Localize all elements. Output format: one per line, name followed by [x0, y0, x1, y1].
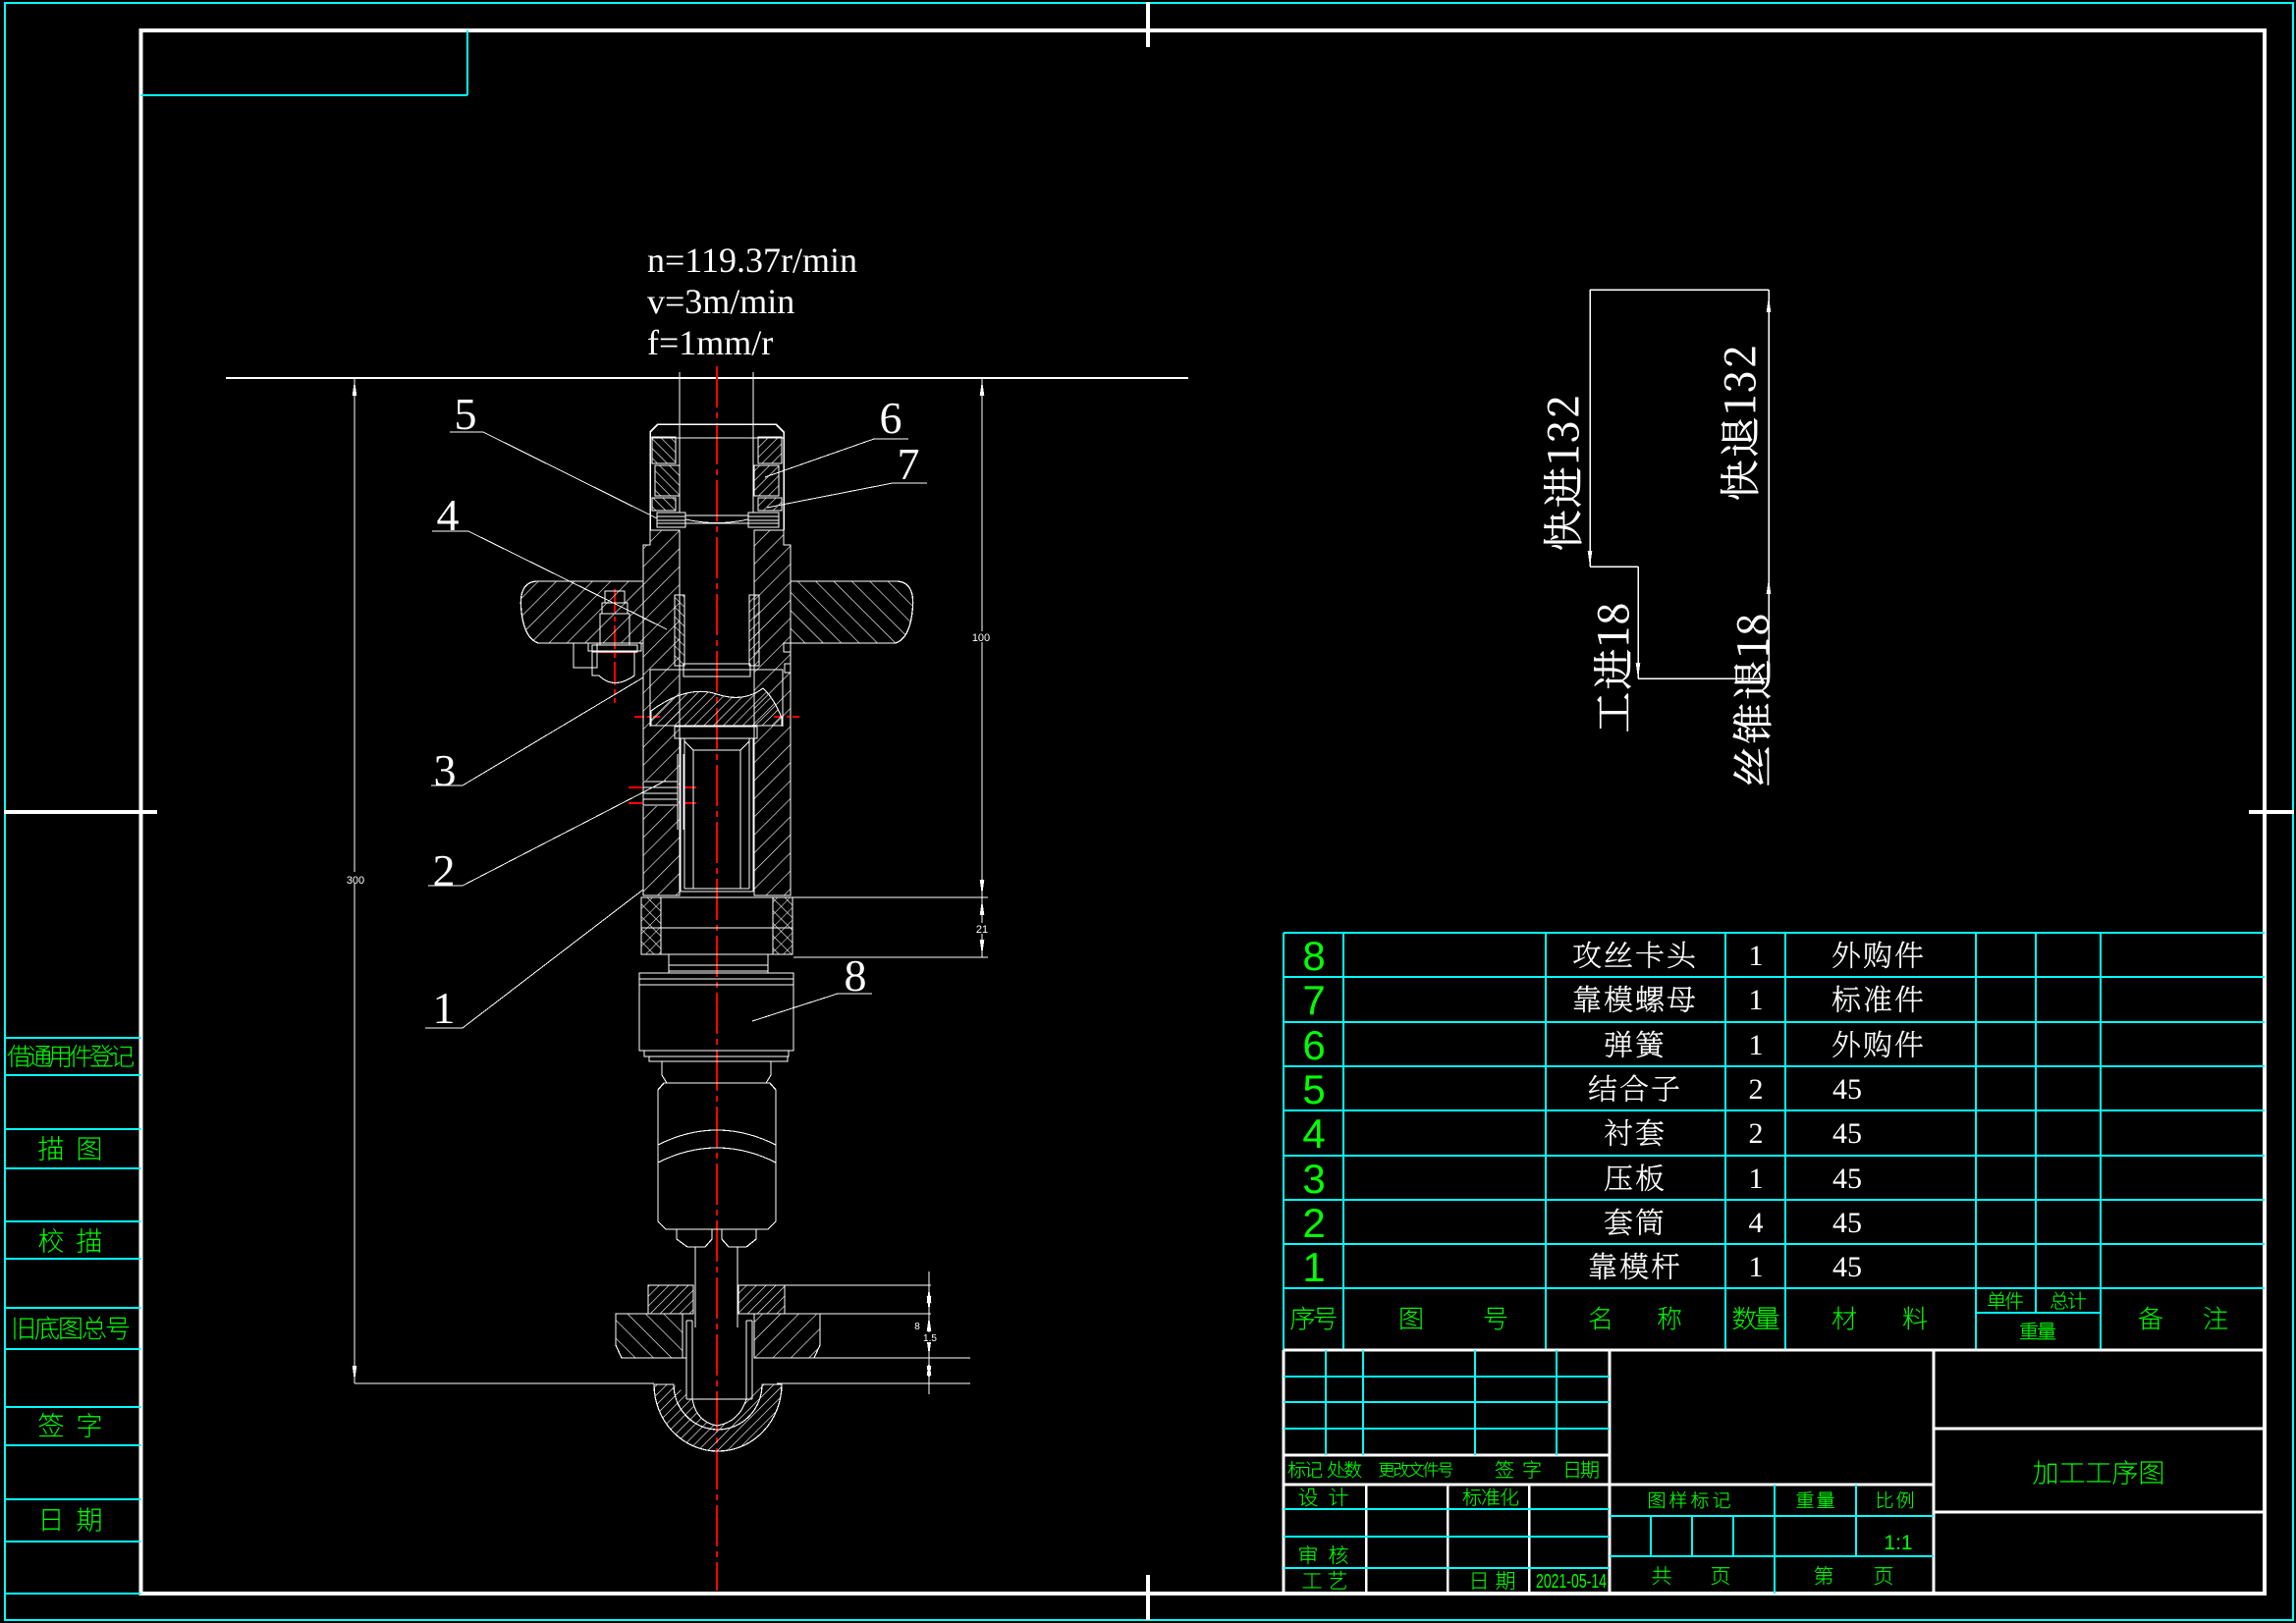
svg-text:1: 1 [1302, 1244, 1325, 1290]
svg-text:45: 45 [1832, 1117, 1862, 1150]
svg-text:300: 300 [347, 875, 364, 887]
svg-text:1: 1 [433, 983, 456, 1033]
svg-text:2: 2 [1749, 1117, 1764, 1150]
svg-text:2021-05-14: 2021-05-14 [1536, 1571, 1607, 1593]
svg-text:45: 45 [1832, 1251, 1862, 1283]
svg-text:45: 45 [1832, 1207, 1862, 1239]
svg-text:2: 2 [433, 845, 456, 895]
svg-text:5: 5 [455, 389, 477, 439]
svg-text:1.5: 1.5 [923, 1333, 937, 1344]
svg-text:6: 6 [880, 393, 902, 443]
svg-text:45: 45 [1832, 1073, 1862, 1106]
svg-text:4: 4 [1749, 1207, 1764, 1239]
svg-text:n=119.37r/min: n=119.37r/min [647, 241, 857, 280]
svg-text:3: 3 [1302, 1156, 1325, 1202]
svg-text:1: 1 [1749, 1251, 1764, 1283]
svg-text:1: 1 [1749, 1163, 1764, 1195]
svg-text:100: 100 [972, 632, 990, 644]
svg-text:4: 4 [437, 490, 460, 540]
svg-text:8: 8 [845, 950, 867, 1001]
svg-text:45: 45 [1832, 1163, 1862, 1195]
svg-text:1: 1 [1749, 1029, 1764, 1061]
svg-text:8: 8 [914, 1322, 920, 1332]
svg-text:7: 7 [1302, 977, 1325, 1023]
svg-text:2: 2 [1749, 1073, 1764, 1106]
svg-text:6: 6 [1302, 1022, 1325, 1068]
svg-text:5: 5 [1302, 1066, 1325, 1112]
svg-text:1: 1 [1749, 984, 1764, 1016]
svg-text:1: 1 [1749, 940, 1764, 972]
svg-text:8: 8 [1302, 933, 1325, 979]
svg-text:4: 4 [1302, 1110, 1325, 1157]
svg-text:v=3m/min: v=3m/min [647, 282, 794, 321]
svg-text:21: 21 [976, 924, 988, 936]
svg-text:3: 3 [434, 745, 457, 795]
svg-text:f=1mm/r: f=1mm/r [647, 323, 773, 362]
svg-text:7: 7 [898, 439, 920, 489]
svg-text:1:1: 1:1 [1884, 1532, 1912, 1554]
svg-text:2: 2 [1302, 1200, 1325, 1246]
